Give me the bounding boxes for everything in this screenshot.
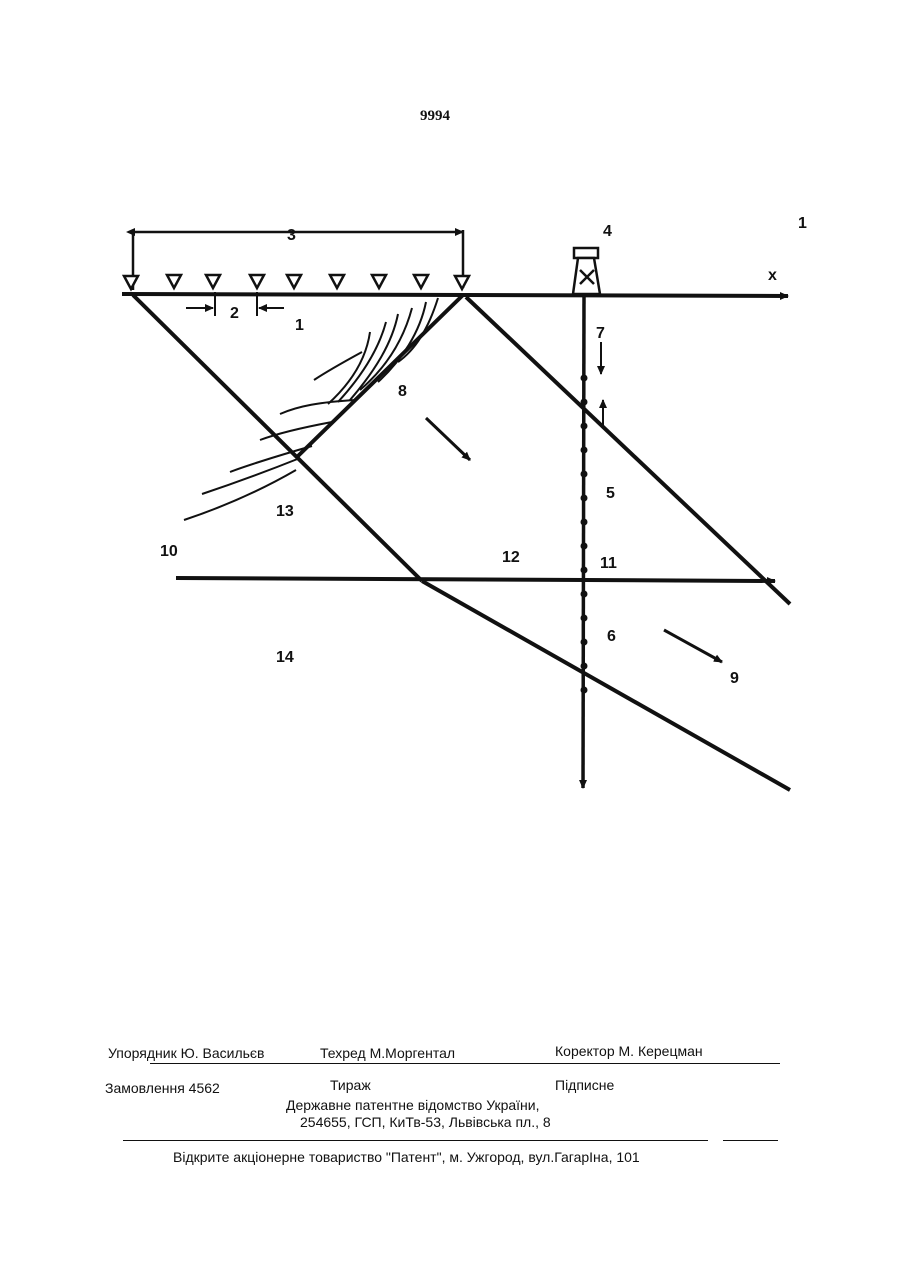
receiver-icon	[124, 276, 138, 289]
label-12: 12	[502, 549, 520, 566]
circulation: Тираж	[330, 1077, 371, 1093]
label-9: 9	[730, 670, 739, 687]
label-x: x	[768, 267, 777, 284]
divider-top	[150, 1063, 780, 1064]
wave-arrows-7	[601, 342, 603, 428]
receiver-array	[124, 275, 469, 289]
techred: Техред М.Моргентал	[320, 1045, 455, 1061]
patent-office-address: 254655, ГСП, КиТв-53, Львівська пл., 8	[300, 1114, 551, 1130]
compiler: Упорядник Ю. Васильєв	[108, 1045, 265, 1061]
label-5: 5	[606, 485, 615, 502]
receiver-icon	[414, 275, 428, 288]
divider-bottom-left	[123, 1140, 708, 1141]
label-14: 14	[276, 649, 294, 666]
drilling-rig-icon	[573, 248, 600, 294]
label-11: 11	[600, 555, 617, 572]
label-8: 8	[398, 383, 407, 400]
receiver-icon	[372, 275, 386, 288]
patent-office: Державне патентне відомство України,	[286, 1097, 540, 1113]
receiver-icon	[287, 275, 301, 288]
publisher: Відкрите акціонерне товариство "Патент",…	[173, 1149, 640, 1165]
corrector: Коректор М. Керецман	[555, 1043, 703, 1059]
label-3: 3	[287, 227, 296, 244]
label-4: 4	[603, 223, 612, 240]
order-number: Замовлення 4562	[105, 1080, 220, 1096]
label-2: 2	[230, 305, 239, 322]
ray-lines	[133, 295, 790, 790]
receiver-icon	[330, 275, 344, 288]
arrow-9	[664, 630, 722, 662]
receiver-icon	[250, 275, 264, 288]
surface-line	[122, 294, 788, 296]
label-13: 13	[276, 503, 294, 520]
arrow-8	[426, 418, 470, 460]
receiver-icon	[167, 275, 181, 288]
divider-bottom-right	[723, 1140, 778, 1141]
wavefront-curves	[184, 298, 438, 520]
label-1-corner: 1	[798, 215, 807, 232]
subscription: Підписне	[555, 1077, 614, 1093]
label-6: 6	[607, 628, 616, 645]
label-10: 10	[160, 543, 178, 560]
label-7: 7	[596, 325, 605, 342]
borehole-line	[583, 296, 584, 788]
receiver-icon	[206, 275, 220, 288]
receiver-icon	[455, 276, 469, 289]
reflecting-boundary	[176, 578, 775, 581]
label-1: 1	[295, 317, 304, 334]
